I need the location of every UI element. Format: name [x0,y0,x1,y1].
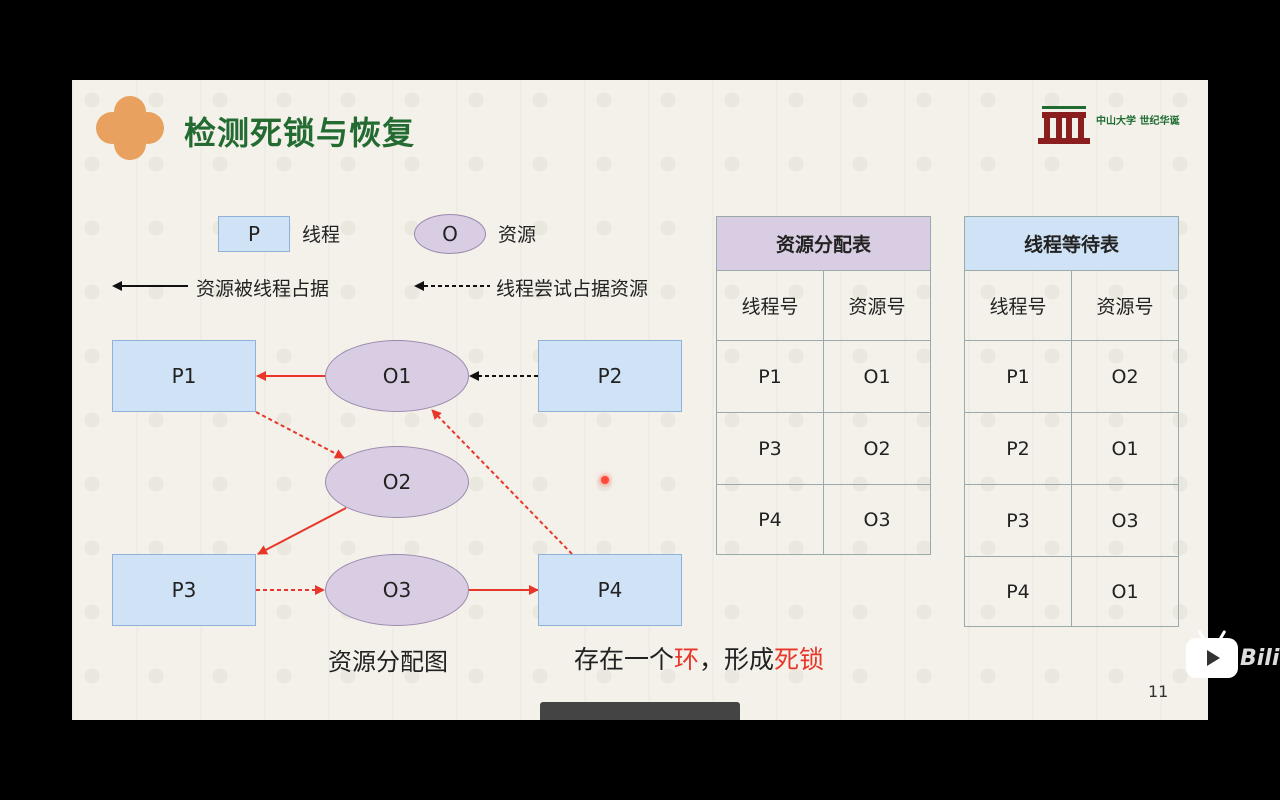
legend-solid-arrow-icon [112,281,188,291]
edge-p1-o2 [255,411,345,459]
thread-node-p4: P4 [538,554,682,626]
table-row: P2 O1 [964,412,1180,485]
wait-cell: P1 [964,340,1072,413]
allocation-cell: O3 [822,484,932,555]
legend-resource-ellipse: O [414,214,486,254]
table-row: P1 O1 [716,340,932,413]
legend-dashed-arrow-icon [414,281,490,291]
allocation-cell: P3 [716,412,824,485]
bilibili-wordmark-icon: Bili [1240,645,1280,671]
table-row: P1 O2 [964,340,1180,413]
edge-o2-p3 [257,507,347,555]
table-row: P3 O2 [716,412,932,485]
graph-caption: 资源分配图 [328,648,448,676]
resource-node-o1: O1 [325,340,469,412]
legend-dashed-arrow-label: 线程尝试占据资源 [496,278,649,300]
wait-cell: O3 [1070,484,1180,557]
thread-node-p3: P3 [112,554,256,626]
thread-node-p2: P2 [538,340,682,412]
cycle-caption-part1: 存在一个 [574,645,675,674]
resource-node-o3: O3 [325,554,469,626]
bilibili-watermark: Bili [1186,638,1279,678]
allocation-table-title: 资源分配表 [715,216,932,271]
university-gate-icon [1038,106,1090,144]
university-logo: 中山大学 世纪华诞 [1036,102,1196,150]
play-icon [1207,650,1220,666]
wait-header-thread: 线程号 [964,270,1072,341]
wait-table: 线程等待表 线程号 资源号 P1 O2 P2 O1 P3 O3 P4 O1 [963,216,1180,627]
bilibili-tv-icon [1186,638,1238,678]
allocation-header-resource: 资源号 [822,270,932,341]
allocation-table: 资源分配表 线程号 资源号 P1 O1 P3 O2 P4 O3 [715,216,932,555]
table-row: P4 O1 [964,556,1180,627]
video-subtitle-bar [540,702,740,720]
edge-p4-o1 [431,409,573,555]
wait-cell: O1 [1070,556,1180,627]
legend-solid-arrow-label: 资源被线程占据 [196,278,330,300]
cycle-caption-part3: ，形成 [699,645,775,674]
legend-thread-label: 线程 [302,224,341,246]
resource-node-o2: O2 [325,446,469,518]
allocation-cell: O1 [822,340,932,413]
slide: 检测死锁与恢复 中山大学 世纪华诞 P 线程 O 资源 资源被线程占据 线程尝试… [72,80,1208,720]
allocation-header-thread: 线程号 [716,270,824,341]
laser-pointer-dot [601,476,609,484]
wait-table-title: 线程等待表 [963,216,1180,271]
page-number: 11 [1148,682,1169,701]
wait-cell: O1 [1070,412,1180,485]
page-title: 检测死锁与恢复 [184,114,416,152]
wait-header-resource: 资源号 [1070,270,1180,341]
table-row: P3 O3 [964,484,1180,557]
wait-cell: P4 [964,556,1072,627]
thread-node-p1: P1 [112,340,256,412]
cycle-caption-highlight-ring: 环 [674,645,700,674]
wait-cell: P3 [964,484,1072,557]
allocation-cell: P1 [716,340,824,413]
wait-cell: O2 [1070,340,1180,413]
allocation-cell: P4 [716,484,824,555]
legend-resource-label: 资源 [498,224,537,246]
table-row: P4 O3 [716,484,932,555]
cycle-caption: 存在一个环，形成死锁 [574,640,824,676]
flower-badge-icon [96,96,164,160]
allocation-graph-edges [255,371,573,595]
allocation-cell: O2 [822,412,932,485]
logo-text: 中山大学 世纪华诞 [1096,116,1180,127]
cycle-caption-highlight-deadlock: 死锁 [774,645,825,674]
legend-thread-box: P [218,216,290,252]
wait-cell: P2 [964,412,1072,485]
